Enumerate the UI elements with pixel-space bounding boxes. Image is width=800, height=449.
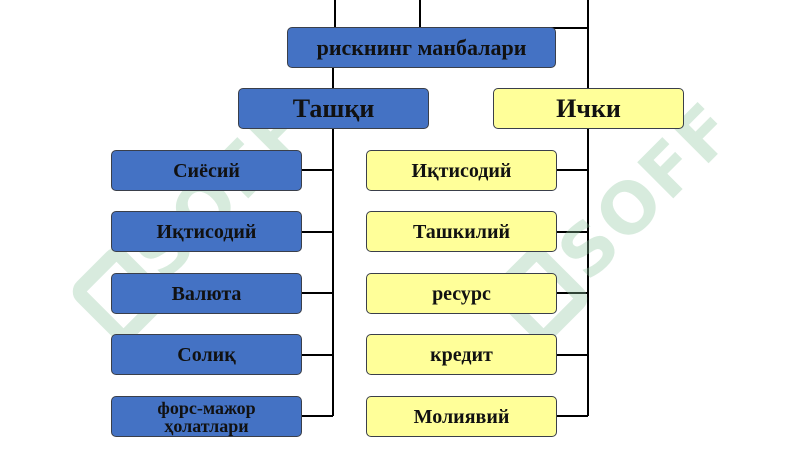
root-node: рискнинг манбалари bbox=[287, 27, 556, 68]
external-item-3: Валюта bbox=[111, 273, 302, 314]
external-item-5: форс-мажор ҳолатлари bbox=[111, 396, 302, 437]
internal-category: Ички bbox=[493, 88, 684, 129]
internal-item-3: ресурс bbox=[366, 273, 557, 314]
external-category: Ташқи bbox=[238, 88, 429, 129]
external-item-2: Иқтисодий bbox=[111, 211, 302, 252]
internal-item-4: кредит bbox=[366, 334, 557, 375]
internal-item-1: Иқтисодий bbox=[366, 150, 557, 191]
internal-item-2: Ташкилий bbox=[366, 211, 557, 252]
external-item-1: Сиёсий bbox=[111, 150, 302, 191]
external-item-4: Солиқ bbox=[111, 334, 302, 375]
internal-item-5: Молиявий bbox=[366, 396, 557, 437]
